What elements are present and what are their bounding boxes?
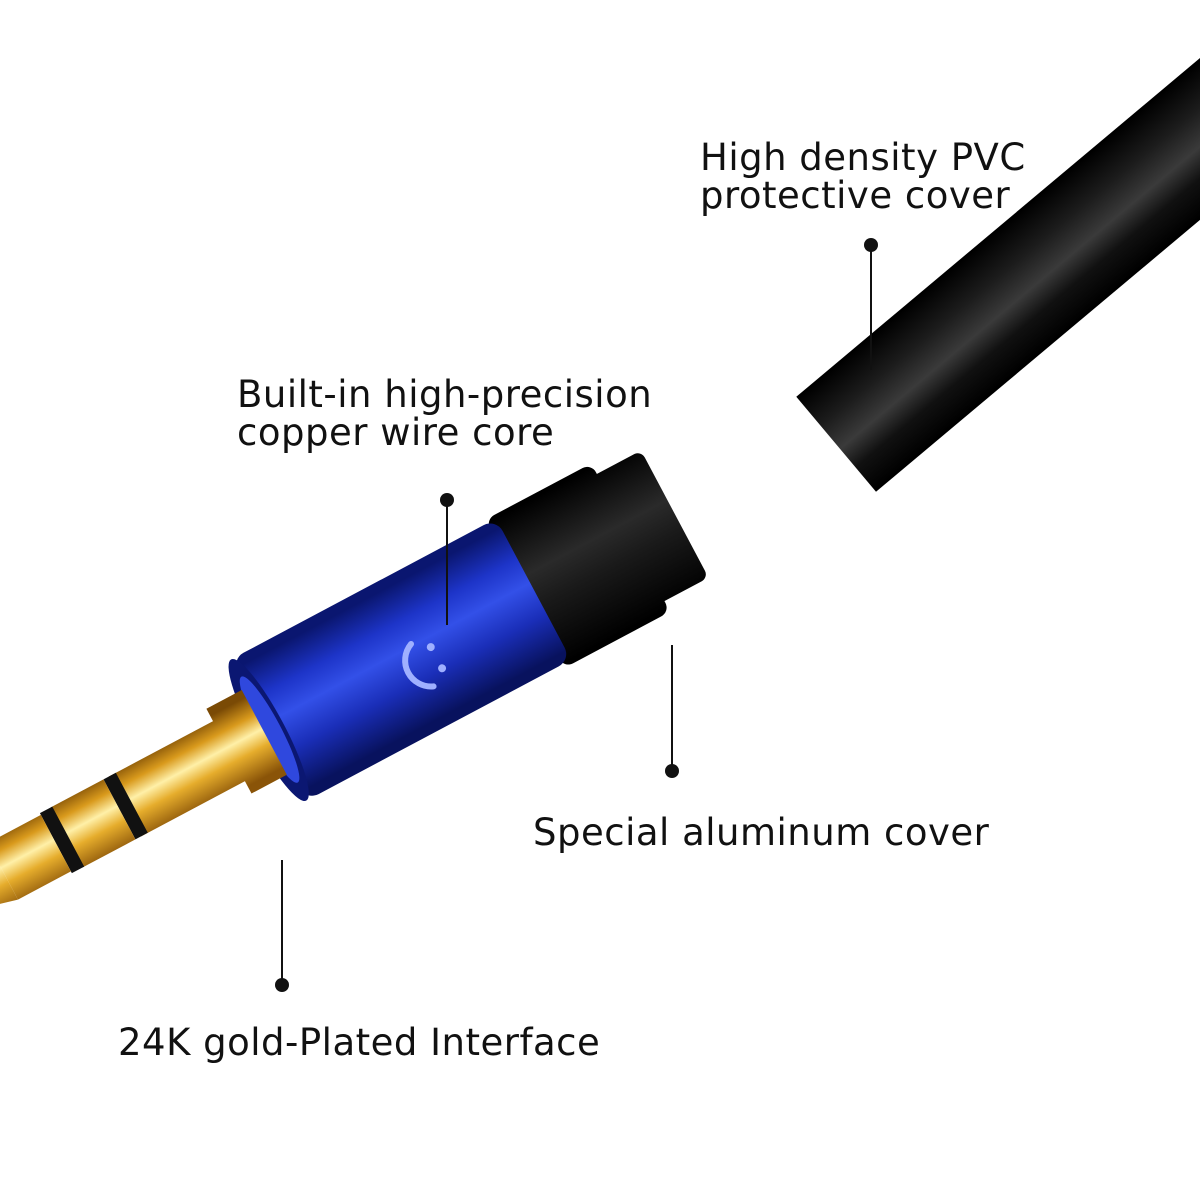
smiley-face-icon xyxy=(402,640,447,690)
pvc-cover-label-line2: protective cover xyxy=(700,174,1011,217)
pvc-cover-label-line1: High density PVC xyxy=(700,136,1026,179)
gold-interface-label: 24K gold-Plated Interface xyxy=(118,1024,600,1062)
copper-core-label-line2: copper wire core xyxy=(237,411,555,454)
leader-pvc xyxy=(864,238,878,370)
gold-plug xyxy=(0,689,287,913)
plug-assembly xyxy=(0,453,706,913)
gold-interface-label-line1: 24K gold-Plated Interface xyxy=(118,1021,601,1064)
copper-core-label-line1: Built-in high-precision xyxy=(237,373,653,416)
aluminum-shell xyxy=(228,523,567,802)
leader-aluminum xyxy=(665,645,679,778)
pvc-cover-label: High density PVC protective cover xyxy=(700,139,1026,215)
leader-gold xyxy=(275,860,289,992)
copper-core-label: Built-in high-precision copper wire core xyxy=(237,376,652,452)
aluminum-cover-label: Special aluminum cover xyxy=(533,814,989,852)
strain-relief-collar xyxy=(488,453,706,665)
aluminum-cover-label-line1: Special aluminum cover xyxy=(533,811,990,854)
pvc-cable xyxy=(796,0,1200,492)
leader-copper xyxy=(440,493,454,625)
